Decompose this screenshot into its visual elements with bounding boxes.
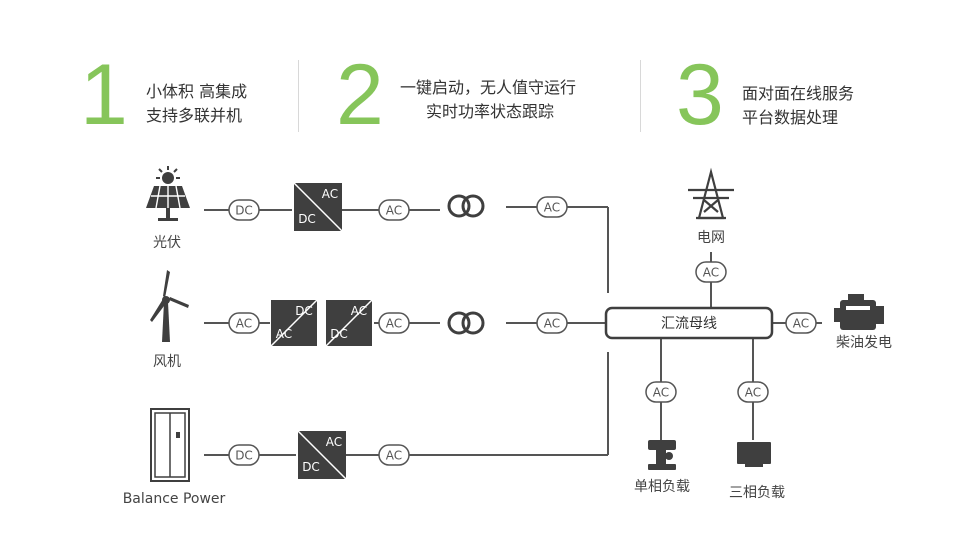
svg-text:DC: DC [235, 204, 253, 218]
dc-ac-converter-wind: AC DC [325, 299, 373, 347]
ac-dc-converter-wind: DC AC [270, 299, 318, 347]
ac-tag-solar-bus: AC [536, 196, 568, 218]
ac-tag-diesel: AC [785, 312, 817, 334]
battery-cabinet-icon [150, 408, 190, 482]
feature-separator-2 [640, 60, 641, 132]
bus-bar: 汇流母线 [604, 306, 774, 340]
ac-tag-single-phase: AC [645, 381, 677, 403]
transformer-icon [447, 194, 485, 218]
ac-tag-three-phase: AC [737, 381, 769, 403]
svg-text:AC: AC [703, 266, 719, 280]
svg-text:AC: AC [745, 386, 761, 400]
svg-text:AC: AC [276, 327, 292, 341]
svg-text:AC: AC [386, 317, 402, 331]
transformer-icon [447, 311, 485, 335]
svg-text:AC: AC [544, 317, 560, 331]
svg-text:AC: AC [793, 317, 809, 331]
feature-3-text: 面对面在线服务 平台数据处理 [742, 82, 854, 130]
dc-tag-battery: DC [228, 444, 260, 466]
monitor-load-icon [737, 442, 771, 467]
ac-tag-wind: AC [228, 312, 260, 334]
wind-turbine-icon [150, 270, 189, 342]
feature-3-line1: 面对面在线服务 [742, 84, 855, 103]
svg-text:AC: AC [386, 204, 402, 218]
single-phase-load-icon [648, 440, 676, 470]
feature-2-number: 2 [336, 47, 384, 143]
solar-label: 光伏 [153, 235, 181, 251]
svg-text:DC: DC [330, 327, 348, 341]
feature-2-text: 一键启动，无人值守运行 实时功率状态跟踪 [400, 76, 576, 124]
ac-tag-grid: AC [695, 261, 727, 283]
feature-1-line2: 支持多联并机 [146, 106, 243, 125]
svg-text:DC: DC [298, 212, 316, 226]
ac-tag-solar-out: AC [378, 199, 410, 221]
bus-label: 汇流母线 [661, 316, 717, 332]
feature-3-number: 3 [676, 47, 724, 143]
feature-1-text: 小体积 高集成 支持多联并机 [146, 80, 247, 128]
feature-1-number: 1 [80, 47, 128, 143]
svg-text:DC: DC [235, 449, 253, 463]
solar-panel-icon [146, 166, 190, 221]
svg-text:AC: AC [322, 187, 338, 201]
svg-text:AC: AC [544, 201, 560, 215]
svg-text:AC: AC [386, 449, 402, 463]
single-phase-label: 单相负载 [634, 479, 690, 495]
ac-tag-battery-out: AC [378, 444, 410, 466]
svg-text:AC: AC [653, 386, 669, 400]
wind-label: 风机 [153, 354, 181, 370]
svg-text:DC: DC [302, 460, 320, 474]
feature-3-line2: 平台数据处理 [742, 108, 839, 127]
power-tower-icon [688, 167, 734, 220]
feature-separator-1 [298, 60, 299, 132]
diesel-label: 柴油发电 [836, 335, 892, 351]
feature-2-line2: 实时功率状态跟踪 [426, 102, 555, 121]
svg-text:AC: AC [351, 304, 367, 318]
dc-tag-solar: DC [228, 199, 260, 221]
ac-tag-wind-out: AC [378, 312, 410, 334]
grid-label: 电网 [697, 230, 725, 246]
three-phase-label: 三相负载 [729, 485, 785, 501]
dc-ac-converter-battery: AC DC [297, 430, 347, 480]
engine-icon [834, 294, 884, 330]
ac-tag-wind-bus: AC [536, 312, 568, 334]
svg-text:DC: DC [295, 304, 313, 318]
svg-text:AC: AC [236, 317, 252, 331]
feature-1-line1: 小体积 高集成 [146, 82, 248, 101]
feature-2-line1: 一键启动，无人值守运行 [400, 78, 577, 97]
battery-label: Balance Power [123, 491, 226, 507]
svg-text:AC: AC [326, 435, 342, 449]
dc-ac-converter-solar: AC DC [293, 182, 343, 232]
